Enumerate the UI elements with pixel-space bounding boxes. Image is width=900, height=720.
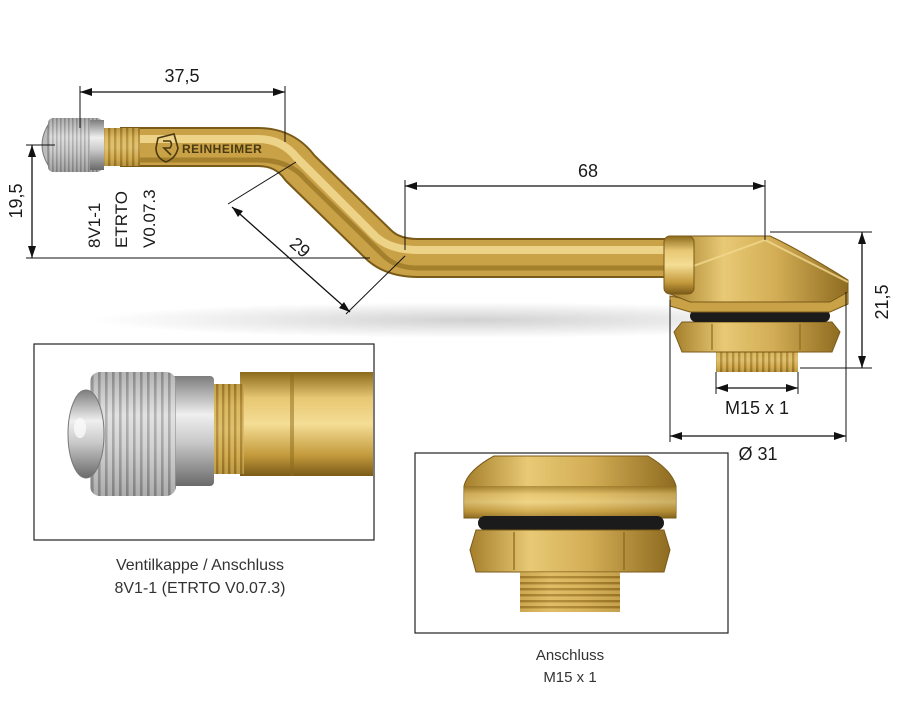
inset-cap-collar bbox=[168, 376, 214, 486]
base-oring bbox=[690, 310, 830, 322]
brand-name: REINHEIMER bbox=[182, 142, 262, 156]
inset-cap-dome bbox=[67, 389, 105, 479]
inset-cap bbox=[33, 343, 375, 541]
base-cone bbox=[669, 235, 849, 303]
inset-base-oring bbox=[478, 516, 664, 530]
marking-line1: 8V1-1 bbox=[85, 203, 104, 248]
valve-tube-highlight bbox=[120, 135, 680, 254]
inset-base-caption-1: Anschluss bbox=[536, 647, 604, 664]
inset-cap-caption-1: Ventilkappe / Anschluss bbox=[116, 557, 284, 574]
inset-base bbox=[414, 452, 729, 634]
inset-cap-caption-2: 8V1-1 (ETRTO V0.07.3) bbox=[114, 580, 285, 597]
valve-tube-shade bbox=[120, 157, 680, 271]
valve-base bbox=[663, 235, 849, 372]
dim-diameter: Ø 31 bbox=[738, 444, 777, 464]
dim-thread: M15 x 1 bbox=[725, 398, 789, 418]
valve-shadow bbox=[90, 302, 850, 338]
inset-cap-tube bbox=[240, 372, 373, 476]
marking-line3: V0.07.3 bbox=[140, 189, 159, 248]
valve-cap-collar bbox=[90, 120, 104, 170]
valve-main-view: REINHEIMER bbox=[41, 118, 850, 372]
marking-line2: ETRTO bbox=[112, 191, 131, 248]
inset-base-hex bbox=[469, 529, 671, 573]
dim-diagonal-line bbox=[231, 206, 351, 313]
base-hex bbox=[673, 321, 841, 353]
dim-diagonal: 29 bbox=[286, 233, 314, 261]
dim-left-height: 19,5 bbox=[6, 183, 26, 218]
reinheimer-logo bbox=[155, 133, 179, 163]
valve-tube bbox=[120, 129, 680, 276]
dim-top-length: 37,5 bbox=[164, 66, 199, 86]
dim-mid-length: 68 bbox=[578, 161, 598, 181]
dim-right-height: 21,5 bbox=[872, 284, 892, 319]
inset-base-caption-2: M15 x 1 bbox=[543, 669, 596, 686]
dimension-lines: 37,5 19,5 8V1-1 ETRTO V0.07.3 29 68 21,5 bbox=[6, 66, 892, 464]
